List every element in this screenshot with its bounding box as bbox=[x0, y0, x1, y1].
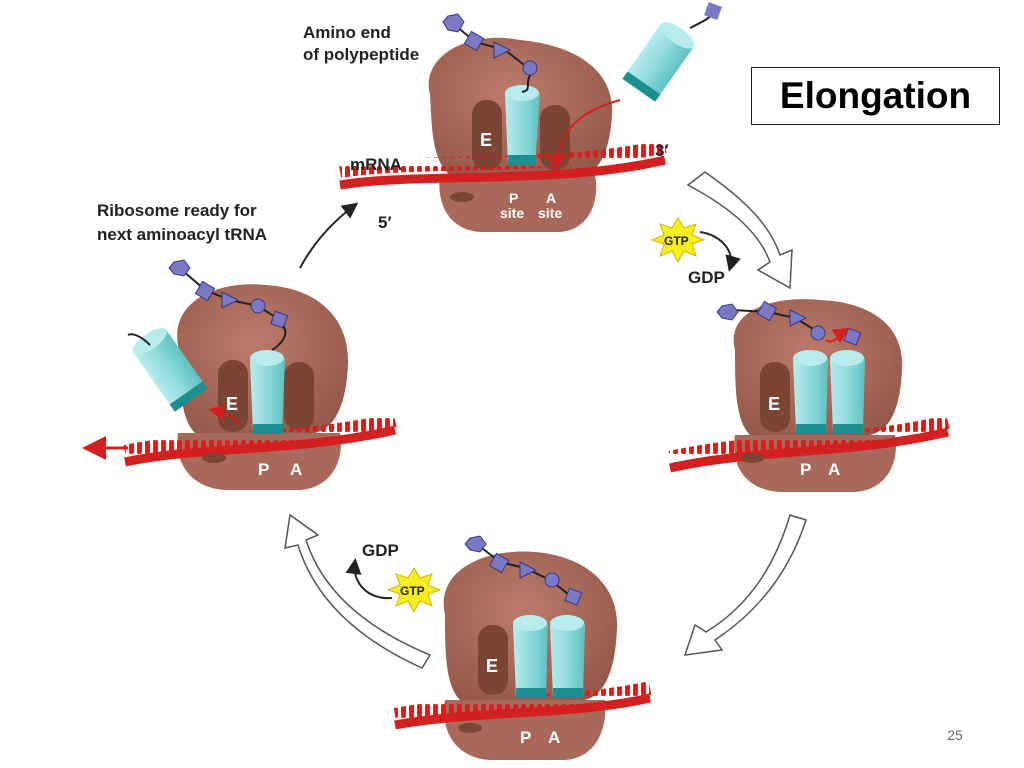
cycle-arrow-top-right bbox=[686, 171, 793, 290]
a-site-label-left: A bbox=[290, 460, 302, 479]
ribosome-left: E P A bbox=[82, 259, 397, 490]
five-prime-label: 5′ bbox=[378, 213, 392, 232]
ribosome-right: E P A bbox=[668, 299, 950, 492]
ribosome-small-subunit bbox=[439, 175, 597, 232]
ribosome-ready-label-line2: next aminoacyl tRNA bbox=[97, 225, 267, 244]
cycle-arrow-bottom-left bbox=[284, 513, 432, 669]
amino-end-label-line1: Amino end bbox=[303, 23, 391, 42]
trna-a-site-right bbox=[830, 350, 865, 434]
a-site-word: site bbox=[538, 205, 562, 221]
page-number: 25 bbox=[947, 727, 963, 743]
p-site-label-bottom: P bbox=[520, 728, 531, 747]
p-site-label: P bbox=[509, 190, 518, 206]
slide-title-box: Elongation bbox=[751, 67, 1000, 125]
cycle-arrow-top-left bbox=[299, 202, 359, 269]
mrna-label: mRNA bbox=[350, 155, 402, 174]
mrna-strand bbox=[339, 155, 667, 190]
gdp-label-left: GDP bbox=[362, 541, 399, 560]
trna-p-site-bottom bbox=[513, 615, 548, 698]
polypeptide-left bbox=[168, 259, 289, 351]
p-site-label-right: P bbox=[800, 460, 811, 479]
e-site-label-bottom: E bbox=[486, 656, 498, 676]
gdp-label-right: GDP bbox=[688, 268, 725, 287]
exiting-trna bbox=[132, 328, 208, 412]
trna-p-site-right bbox=[793, 350, 828, 434]
e-site-label: E bbox=[480, 130, 492, 150]
gtp-burst-left: GTP bbox=[386, 567, 442, 614]
slide-title: Elongation bbox=[779, 75, 972, 116]
polypeptide-right bbox=[716, 300, 862, 346]
trna-entry-arrow bbox=[548, 99, 621, 172]
e-site-label-right: E bbox=[768, 394, 780, 414]
trna-p-site bbox=[505, 85, 540, 165]
polypeptide-top bbox=[442, 13, 538, 93]
cycle-arrow-bottom-right bbox=[683, 514, 807, 656]
e-site-channel bbox=[472, 100, 502, 170]
amino-acid bbox=[704, 2, 722, 20]
e-site-label-left: E bbox=[226, 394, 238, 414]
gtp-burst-right: GTP bbox=[650, 217, 706, 264]
a-site-label-right: A bbox=[828, 460, 840, 479]
a-site-label-bottom: A bbox=[548, 728, 560, 747]
trna-a-site-bottom bbox=[550, 615, 585, 698]
a-site-label: A bbox=[546, 190, 556, 206]
ribosome-top: E P site A site bbox=[338, 2, 722, 232]
amino-end-label-line2: of polypeptide bbox=[303, 45, 419, 64]
gtp-label-left: GTP bbox=[400, 584, 425, 598]
three-prime-label: 3′ bbox=[655, 141, 669, 160]
p-site-word: site bbox=[500, 205, 524, 221]
trna-p-site-left bbox=[250, 350, 285, 434]
polypeptide-bottom bbox=[464, 535, 583, 606]
incoming-trna bbox=[622, 22, 695, 102]
p-site-label-left: P bbox=[258, 460, 269, 479]
gtp-label-right: GTP bbox=[664, 234, 689, 248]
ribosome-bottom: E P A bbox=[393, 535, 652, 760]
ribosome-ready-label-line1: Ribosome ready for bbox=[97, 201, 257, 220]
